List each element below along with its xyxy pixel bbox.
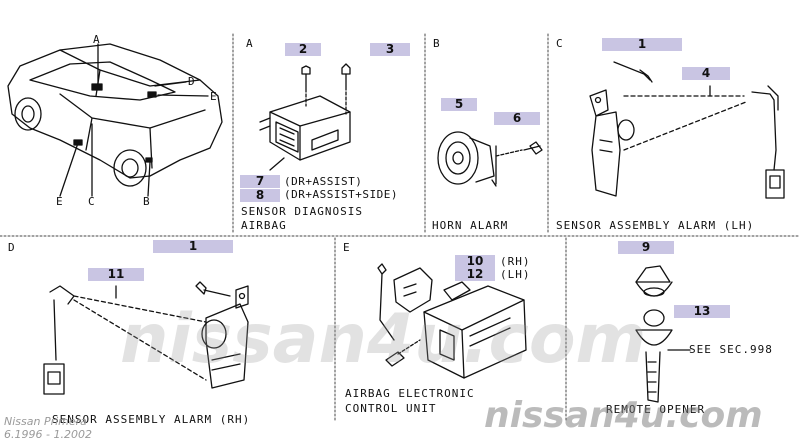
car-label-a: A	[93, 33, 101, 46]
sensor-lh-caption: SENSOR ASSEMBLY ALARM (LH)	[556, 219, 755, 232]
section-b-letter: B	[433, 37, 440, 50]
horn-alarm-caption: HORN ALARM	[432, 219, 509, 232]
model-dates: 6.1996 - 1.2002	[4, 427, 92, 441]
car-label-c: C	[88, 195, 96, 208]
horn-drawing	[437, 131, 543, 187]
callout-13: 13	[674, 305, 730, 318]
remote-opener-caption: REMOTE OPENER	[606, 403, 706, 416]
car-label-d: D	[188, 75, 196, 88]
callout-2: 2	[285, 43, 321, 56]
callout-8: 8	[240, 189, 280, 202]
sensor-lh-drawing	[589, 61, 785, 199]
callout-1-rh: 1	[153, 240, 233, 253]
section-c-letter: C	[556, 37, 563, 50]
callout-5: 5	[441, 98, 477, 111]
airbag-variant-dr-assist: (DR+ASSIST)	[284, 175, 363, 188]
remote-opener-drawing	[635, 265, 691, 403]
callout-11: 11	[88, 268, 144, 281]
panel-dividers	[0, 33, 800, 421]
see-section-note: SEE SEC.998	[689, 343, 773, 356]
airbag-variant-dr-assist-side: (DR+ASSIST+SIDE)	[284, 188, 398, 201]
car-label-e-bottom: E	[56, 195, 64, 208]
car-overview-drawing	[7, 43, 223, 197]
airbag-ecu-caption-line1: AIRBAG ELECTRONIC	[345, 387, 475, 400]
ecu-variant-rh: (RH)	[500, 255, 531, 268]
callout-6: 6	[494, 112, 540, 125]
sensor-diagnosis-caption-line2: AIRBAG	[241, 219, 287, 232]
model-footer: Nissan Primera 6.1996 - 1.2002	[4, 415, 92, 441]
sensor-rh-caption: SENSOR ASSEMBLY ALARM (RH)	[52, 413, 251, 426]
callout-1-lh: 1	[602, 38, 682, 51]
ecu-variant-lh: (LH)	[500, 268, 531, 281]
section-d-letter: D	[8, 241, 15, 254]
sensor-diagnosis-caption-line1: SENSOR DIAGNOSIS	[241, 205, 363, 218]
callout-12: 12	[455, 268, 495, 281]
callout-10: 10	[455, 255, 495, 268]
center-watermark: nissan4u.com	[120, 300, 647, 379]
car-label-e-top: E	[210, 90, 218, 103]
sensor-diagnosis-module-drawing	[259, 63, 351, 171]
airbag-ecu-drawing	[377, 263, 527, 379]
callout-4: 4	[682, 67, 730, 80]
model-name: Nissan Primera	[4, 415, 87, 428]
sensor-rh-drawing	[43, 281, 249, 395]
callout-9: 9	[618, 241, 674, 254]
section-e-letter: E	[343, 241, 350, 254]
callout-3: 3	[370, 43, 410, 56]
callout-7: 7	[240, 175, 280, 188]
airbag-ecu-caption-line2: CONTROL UNIT	[345, 402, 437, 415]
section-a-letter: A	[246, 37, 253, 50]
car-label-b: B	[143, 195, 151, 208]
corner-watermark: nissan4u.com	[484, 395, 763, 436]
